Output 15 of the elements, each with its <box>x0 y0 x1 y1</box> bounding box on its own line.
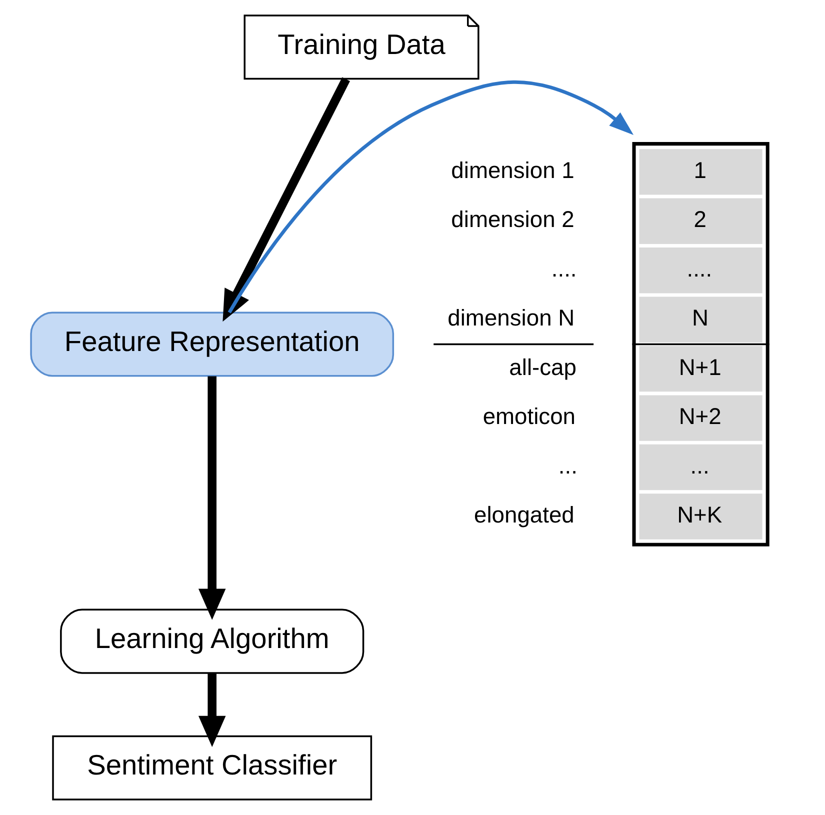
node-box: Feature Representation <box>30 312 394 377</box>
node-label: dimension 2 <box>451 206 574 232</box>
arrow <box>198 673 226 748</box>
node-box: Learning Algorithm <box>60 608 364 674</box>
node-label: elongated <box>474 501 574 528</box>
node-label: dimension 1 <box>451 156 574 183</box>
arrow <box>198 376 226 620</box>
node-label: .... <box>551 255 577 282</box>
node-label: emoticon <box>482 403 576 430</box>
node-label: ... <box>558 452 578 478</box>
arrow <box>228 80 634 314</box>
node-label: all-cap <box>509 354 576 380</box>
node-box: Sentiment Classifier <box>52 735 372 800</box>
node-label: dimension N <box>448 304 575 331</box>
arrow <box>222 77 350 322</box>
